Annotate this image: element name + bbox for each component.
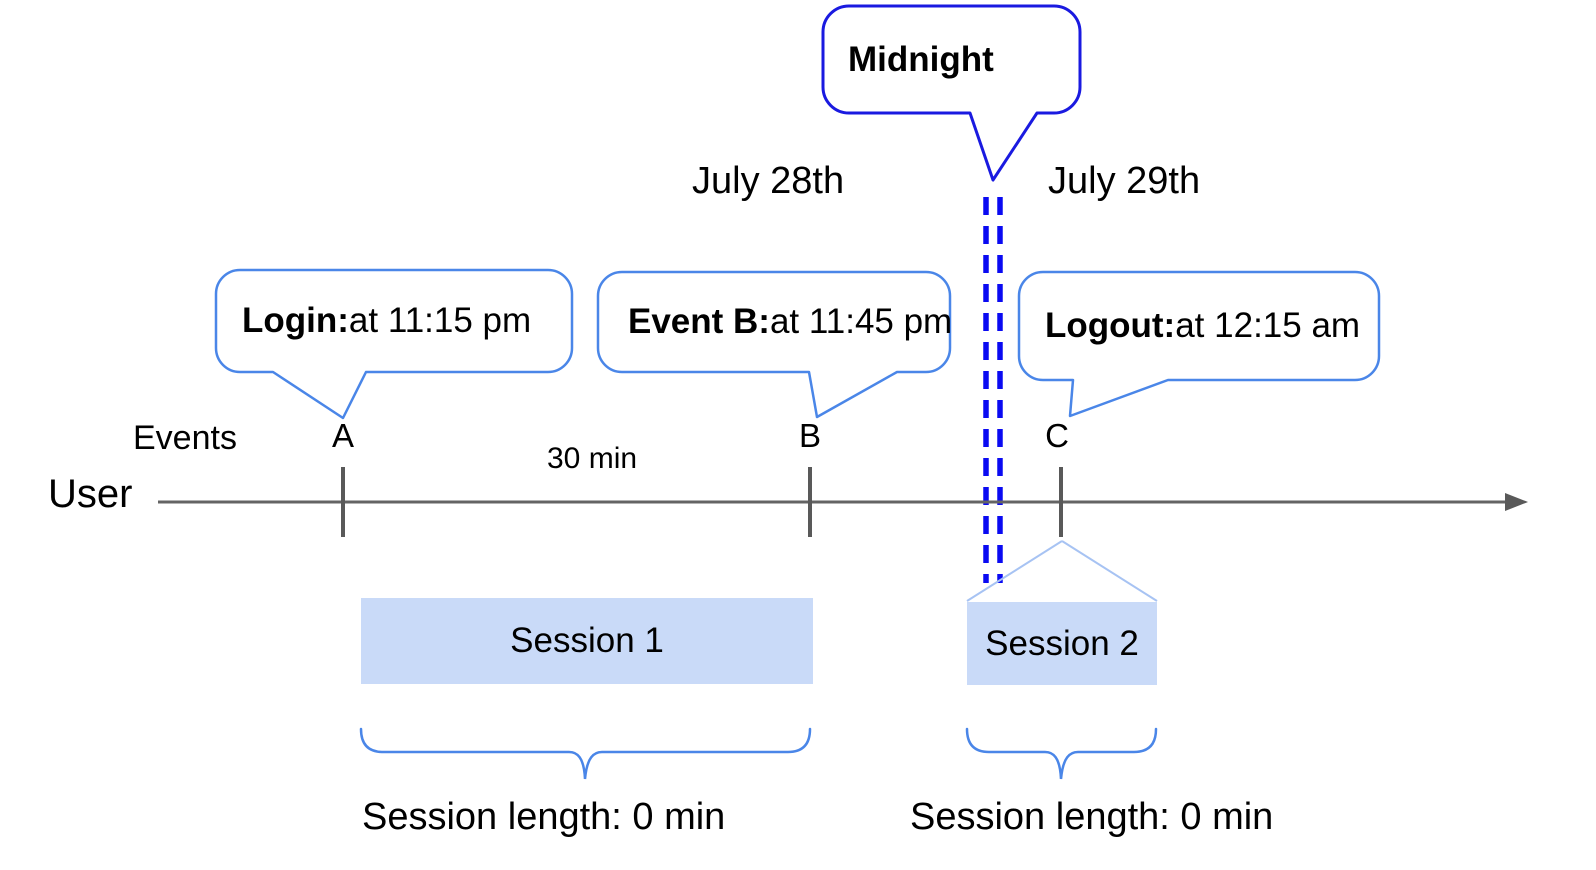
event-b-bubble-label: Event B: [628,302,770,341]
session2-label: Session 2 [985,623,1139,663]
session2-brace [965,727,1158,780]
login-bubble-shape [214,268,574,420]
event-b-bubble-text: Event B: at 11:45 pm [628,272,952,372]
date-label-july-29: July 29th [1048,160,1201,202]
logout-bubble-text: Logout: at 12:15 am [1045,272,1360,380]
session1-brace [359,727,812,780]
session1-label: Session 1 [510,621,664,660]
interval-label-30-min: 30 min [547,442,638,475]
event-mark-b: B [798,417,821,454]
events-row-label: Events [133,419,237,457]
event-b-bubble-time: at 11:45 pm [769,302,953,341]
logout-bubble-time: at 12:15 am [1175,306,1361,345]
event-b-bubble-shape [596,270,952,419]
session1-box: Session 1 [361,598,813,684]
user-row-label: User [48,472,133,516]
session2-length-label: Session length: 0 min [910,796,1274,838]
date-label-july-28: July 28th [692,160,845,202]
timeline-arrowhead-icon [1505,493,1528,511]
session1-length-label: Session length: 0 min [362,796,726,838]
login-bubble-time: at 11:15 pm [348,301,532,340]
logout-bubble-shape [1017,270,1381,418]
login-bubble-label: Login: [242,301,349,340]
event-mark-c: C [1045,417,1069,454]
midnight-bubble-label: Midnight [848,39,994,79]
logout-bubble-label: Logout: [1045,306,1176,345]
login-bubble-text: Login: at 11:15 pm [242,270,531,372]
event-mark-a: A [331,417,354,454]
session2-box: Session 2 [967,602,1157,685]
midnight-bubble-shape [821,4,1082,182]
session2-expansion-chevron [966,540,1158,602]
